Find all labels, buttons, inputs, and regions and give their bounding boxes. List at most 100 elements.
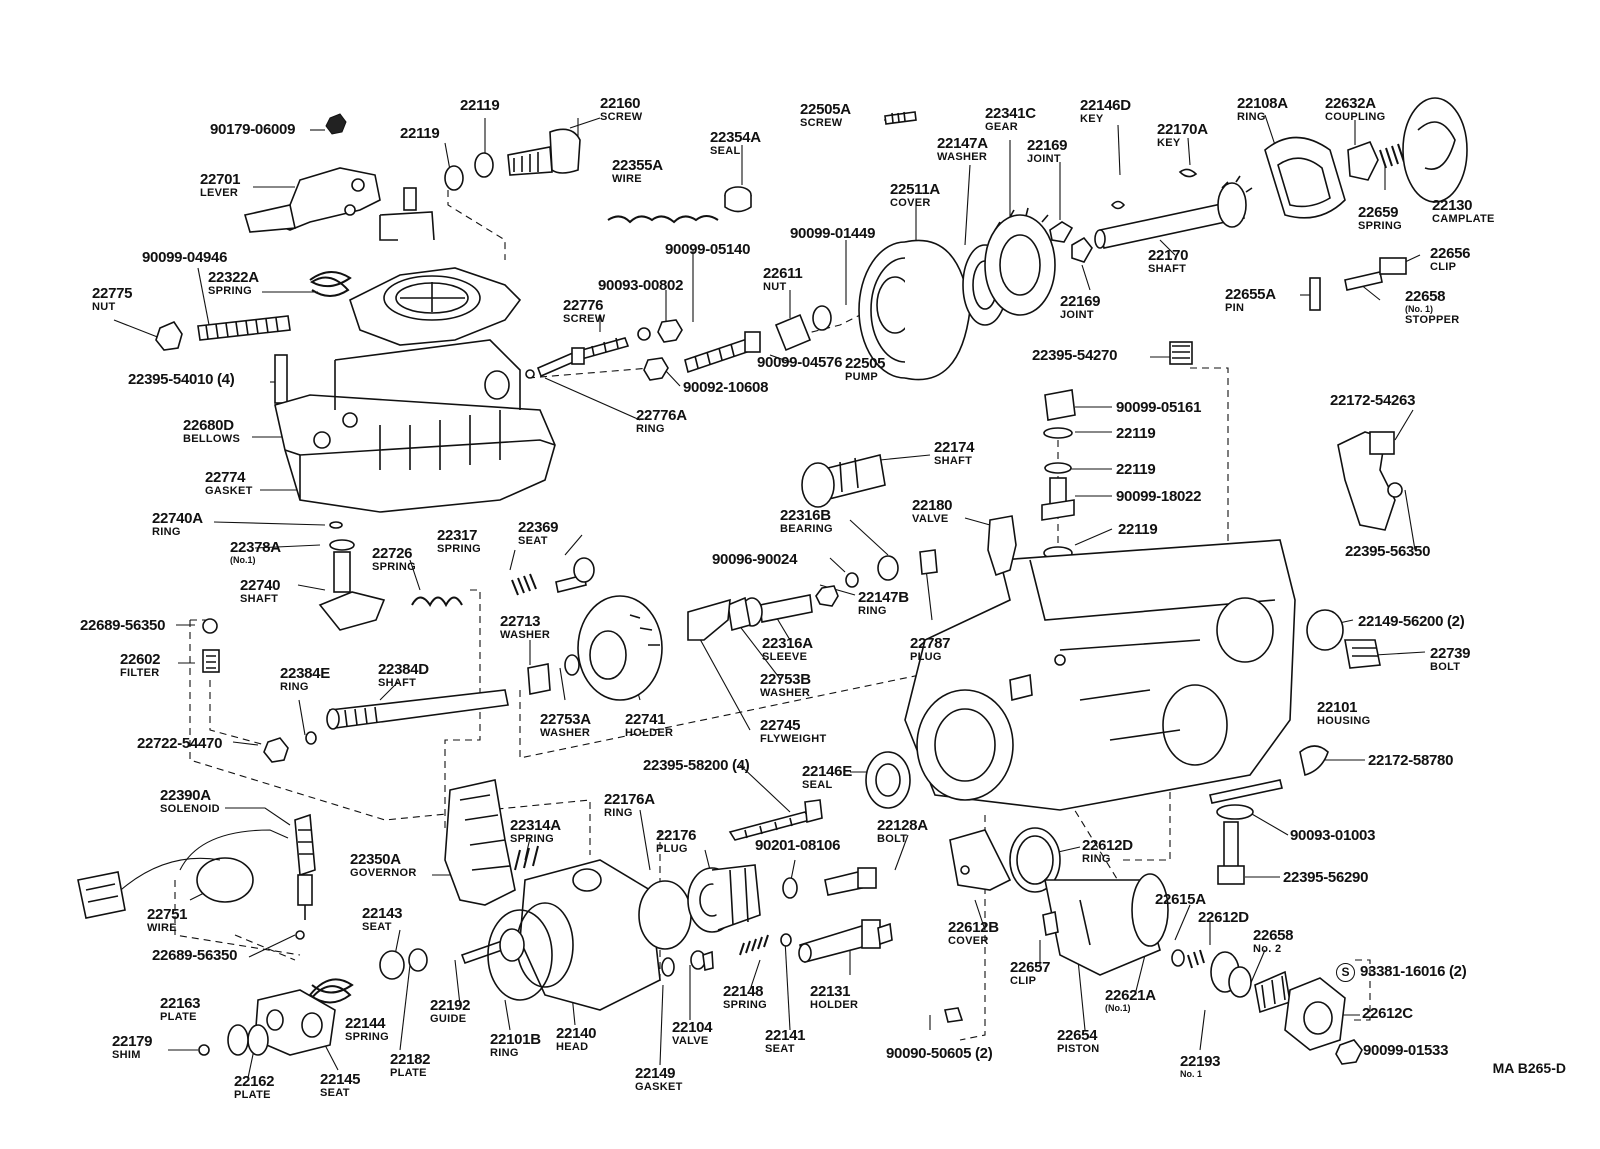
part-label: 22395-56350 <box>1345 543 1431 560</box>
part-label: 22172-58780 <box>1368 752 1454 769</box>
part-label: 90092-10608 <box>683 379 769 396</box>
part-label: 22722-54470 <box>137 735 223 752</box>
part-label: 90096-90024 <box>712 551 798 568</box>
part-label: 22378A(No.1) <box>230 539 281 565</box>
lower-right-assembly <box>944 827 1363 1065</box>
part-label: 22612C <box>1362 1005 1413 1022</box>
part-label: 22689-56350 <box>80 617 166 634</box>
drive-shaft-assembly <box>858 97 1468 381</box>
diagram-reference-code: MA B265-D <box>1492 1060 1566 1076</box>
part-label: 90099-04946 <box>142 249 228 266</box>
part-label: 90179-06009 <box>210 121 296 138</box>
part-label: 22119 <box>1118 521 1158 538</box>
part-label: 22615A <box>1155 891 1206 908</box>
bellows-cover-assembly <box>155 113 581 513</box>
part-label: 90099-01533 <box>1363 1042 1449 1059</box>
part-label: 22395-54270 <box>1032 347 1118 364</box>
part-label: 22119 <box>460 97 500 114</box>
part-label: 22119 <box>1116 425 1156 442</box>
part-label: 22395-56290 <box>1283 869 1369 886</box>
part-label: 22172-54263 <box>1330 392 1416 409</box>
part-label: 90093-00802 <box>598 277 684 294</box>
part-label: 90099-01449 <box>790 225 876 242</box>
lower-left-assembly <box>77 779 692 1056</box>
part-label: 22149-56200 (2) <box>1358 613 1465 630</box>
special-symbol: S <box>1336 963 1355 982</box>
part-label: 90099-18022 <box>1116 488 1202 505</box>
part-label: 90099-04576 <box>757 354 843 371</box>
part-label: 90099-05140 <box>665 241 751 258</box>
upper-middle-parts <box>525 111 917 381</box>
part-label: 22612D <box>1198 909 1249 926</box>
part-label: 22689-56350 <box>152 947 238 964</box>
part-label: 22658(No. 1)STOPPER <box>1405 288 1460 326</box>
part-label: 22119 <box>400 125 440 142</box>
lower-middle-assembly <box>661 751 911 977</box>
leader-lines <box>113 114 1451 1079</box>
